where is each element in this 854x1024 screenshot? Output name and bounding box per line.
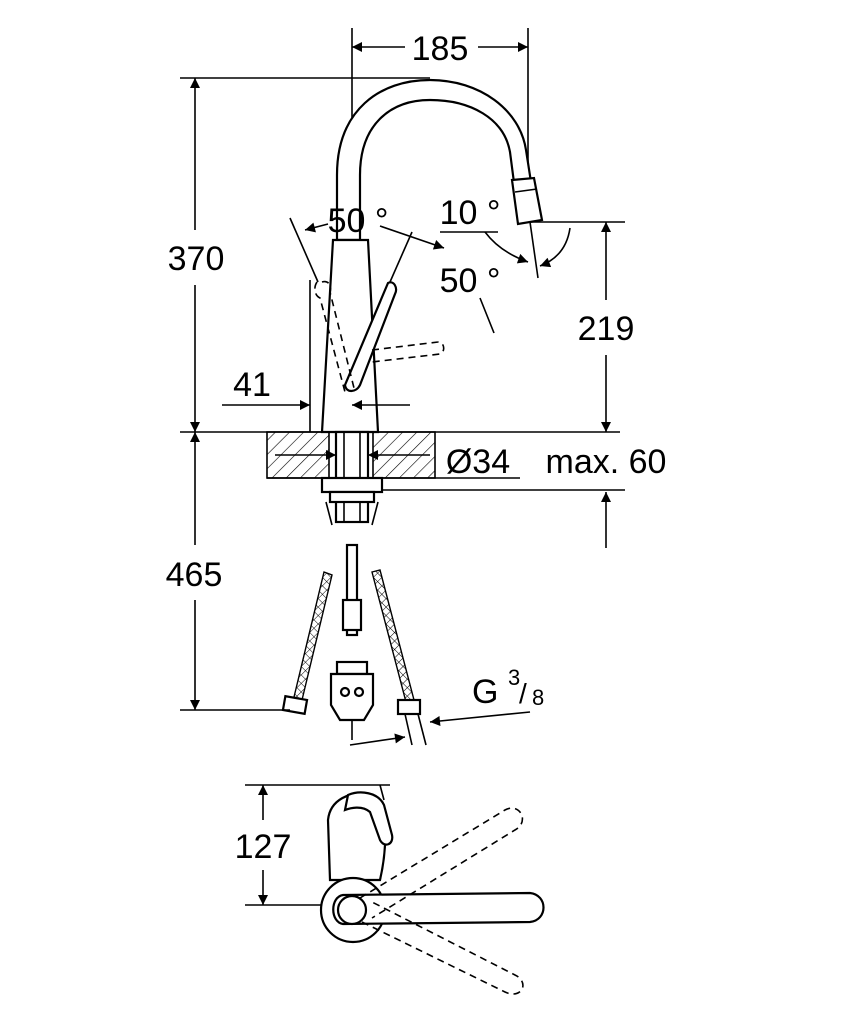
label-10-degrees: 10 ° bbox=[440, 194, 501, 232]
lever-handle bbox=[343, 281, 398, 393]
faucet-body bbox=[314, 238, 445, 434]
valve-block bbox=[329, 672, 375, 722]
spray-head bbox=[510, 176, 544, 226]
thread-spec: G 3 / 8 bbox=[349, 665, 544, 746]
label-370: 370 bbox=[168, 240, 225, 278]
label-127: 127 bbox=[235, 828, 292, 866]
dimension-height-total: 370 bbox=[168, 77, 430, 432]
plan-spout bbox=[332, 891, 545, 926]
label-50-degrees-top: 50 ° bbox=[328, 202, 389, 240]
label-219: 219 bbox=[578, 310, 635, 348]
thread-slash: / bbox=[519, 678, 527, 709]
dimension-spout-height: 219 bbox=[578, 222, 635, 432]
hose-right bbox=[371, 569, 415, 703]
hoses bbox=[281, 543, 427, 746]
hose-left bbox=[293, 571, 333, 701]
label-thread-g: G bbox=[472, 673, 498, 711]
spout-tilt-angle: 10 ° 50 ° bbox=[440, 194, 625, 334]
lever-angle-top: 50 ° bbox=[289, 202, 445, 283]
plan-view: 127 bbox=[235, 784, 545, 995]
label-50-degrees-lever: 50 ° bbox=[440, 262, 501, 300]
countertop-section: Ø34 max. 60 bbox=[180, 430, 667, 548]
label-max-60: max. 60 bbox=[546, 443, 667, 481]
dimension-base-offset: 41 bbox=[222, 280, 410, 432]
label-thread-num: 3 bbox=[508, 665, 520, 690]
faucet-spout bbox=[335, 78, 544, 242]
dimension-hose-length: 465 bbox=[166, 432, 290, 711]
label-185: 185 bbox=[412, 30, 469, 68]
label-thread-den: 8 bbox=[532, 685, 544, 710]
dimension-width-top: 185 bbox=[351, 28, 529, 195]
label-41: 41 bbox=[233, 366, 271, 404]
label-diameter-34: Ø34 bbox=[446, 443, 510, 481]
label-465: 465 bbox=[166, 556, 223, 594]
